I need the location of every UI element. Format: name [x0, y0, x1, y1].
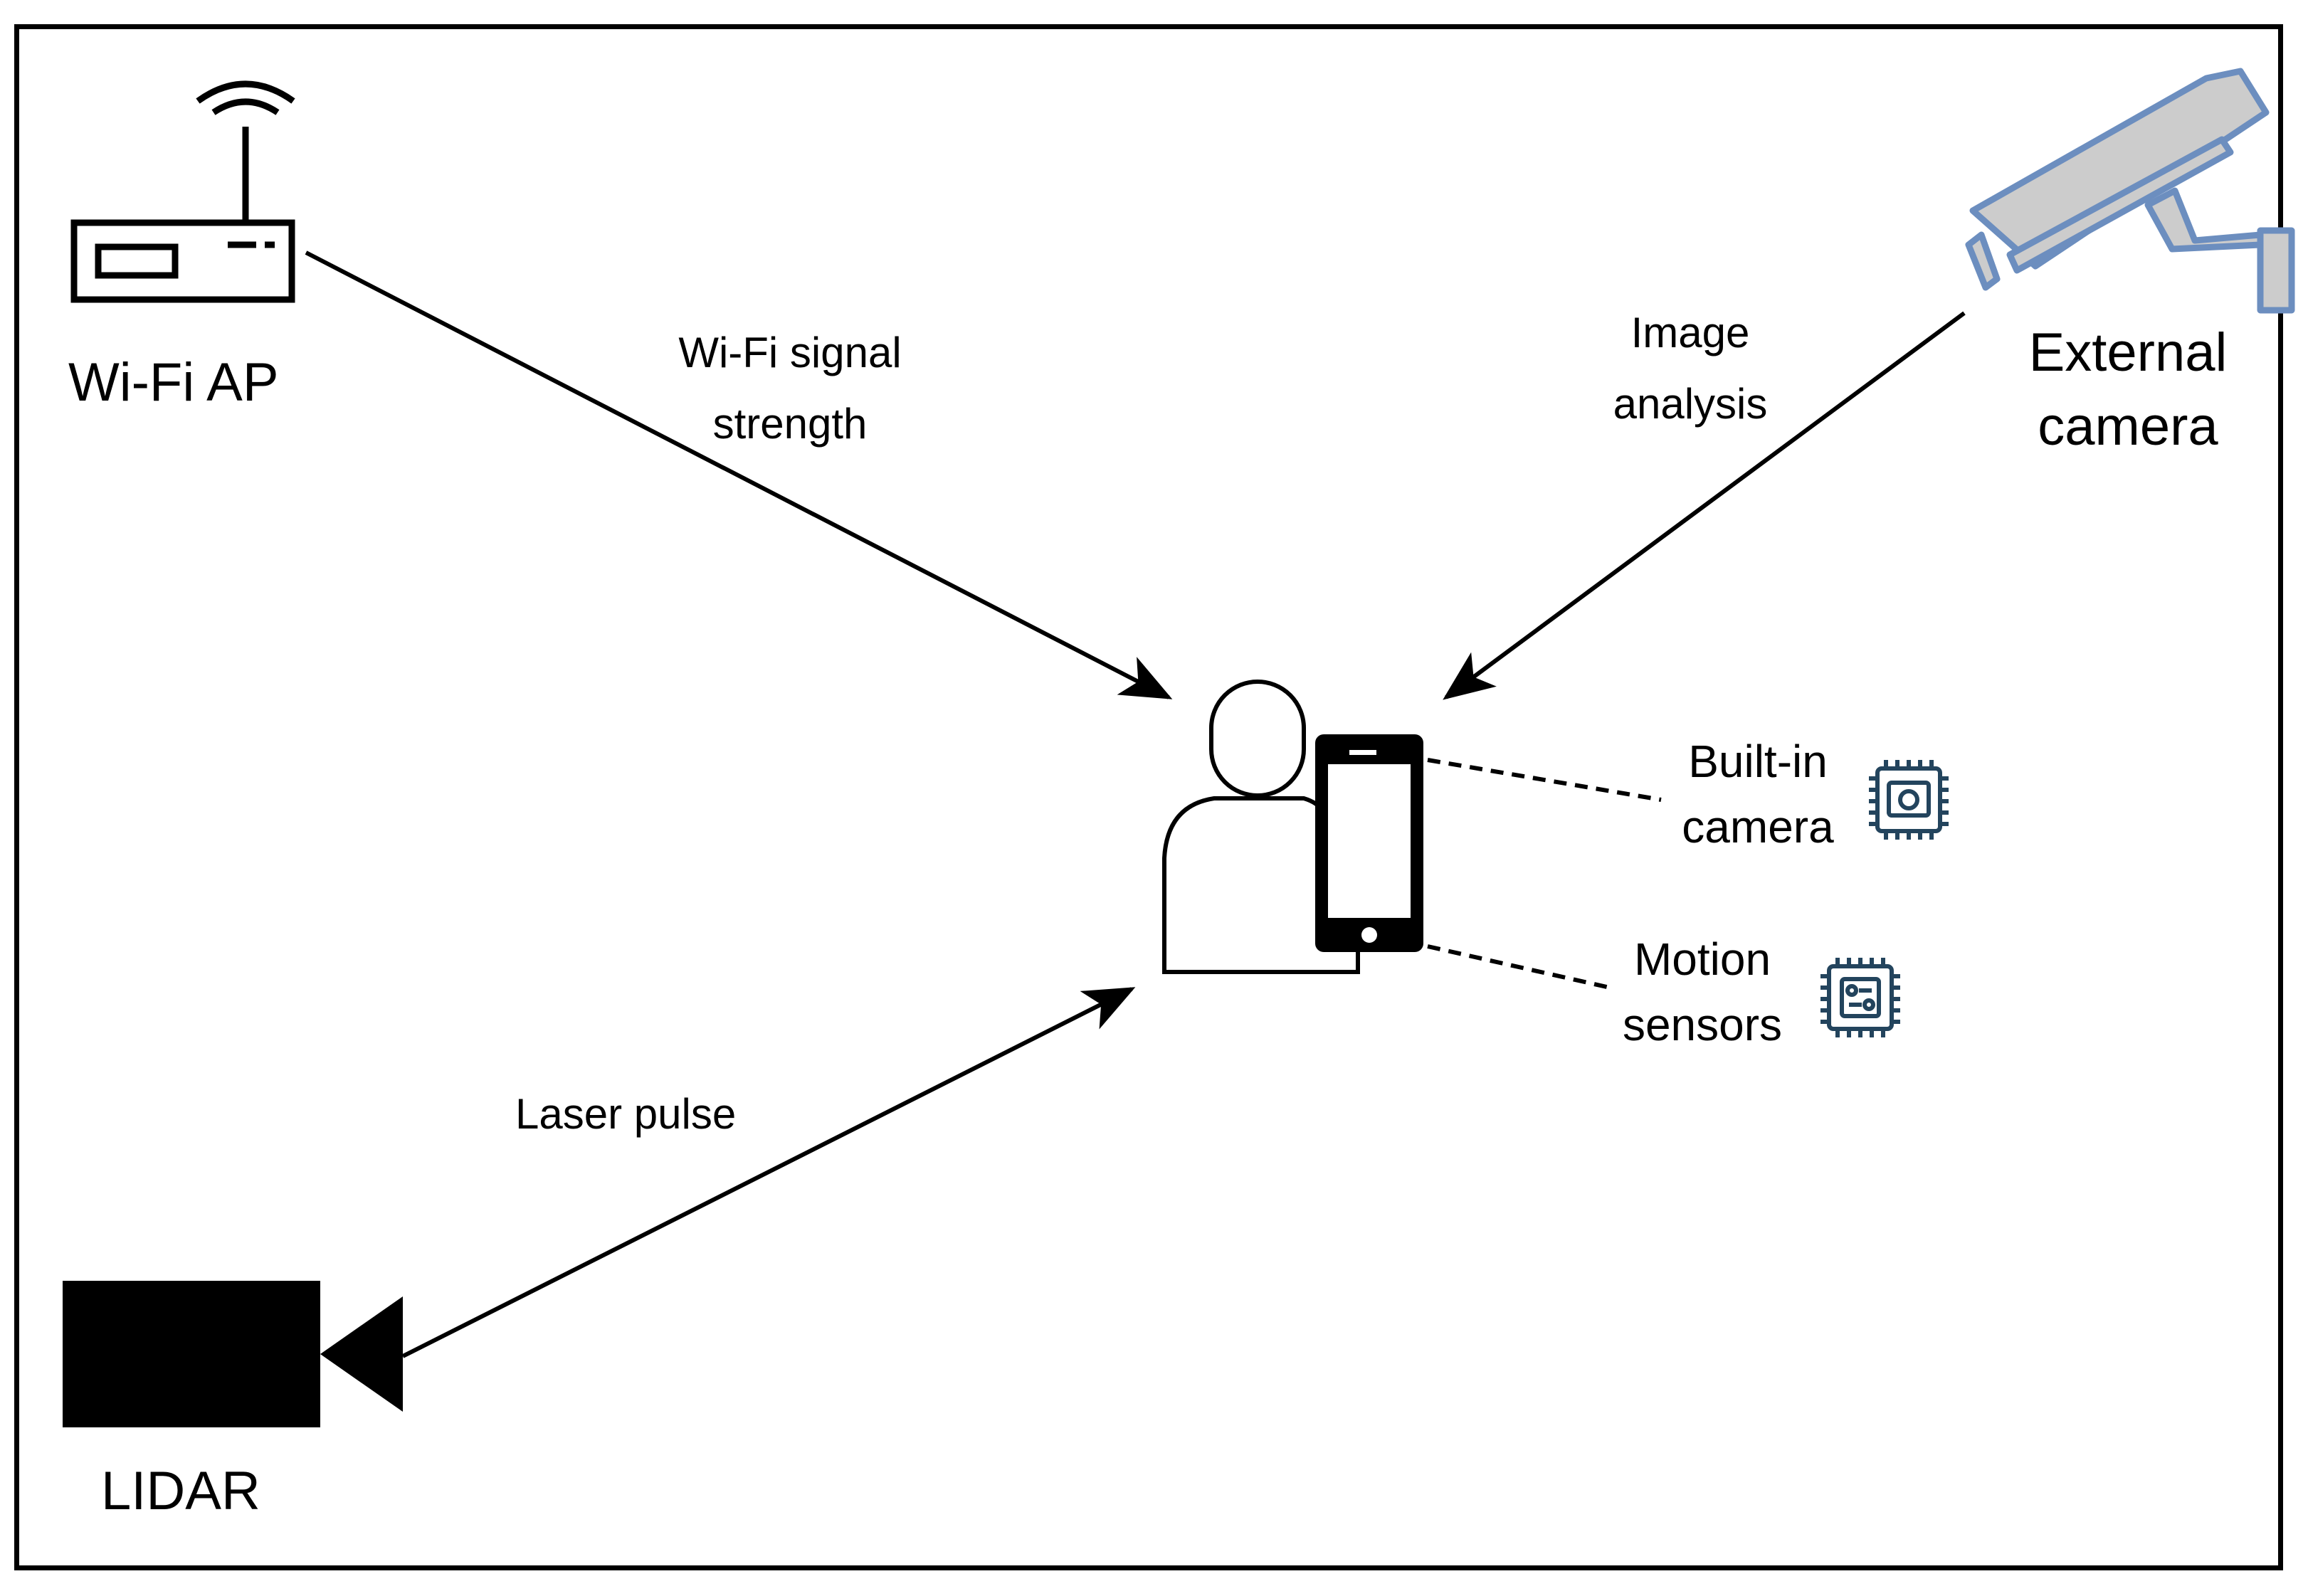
- motion-sensors-label-line1: Motion: [1633, 934, 1771, 985]
- external-camera-label-line1: External: [2028, 322, 2228, 383]
- external-camera-label: External camera: [1978, 326, 2277, 454]
- sensor-chip-icon: [1820, 958, 1900, 1037]
- builtin-camera-label-line2: camera: [1682, 801, 1834, 852]
- builtin-camera-label-line1: Built-in: [1688, 736, 1828, 787]
- edge-image-analysis: [1443, 311, 1966, 700]
- laser-pulse-label: Laser pulse: [515, 1090, 737, 1138]
- image-analysis-label-line1: Image: [1630, 309, 1750, 356]
- wifi-ap-label: Wi-Fi AP: [68, 352, 279, 413]
- cctv-camera-icon: [1965, 68, 2295, 314]
- image-analysis-label-line2: analysis: [1613, 380, 1768, 428]
- motion-sensors-label-line2: sensors: [1622, 999, 1783, 1050]
- edge-motion-sensors: [1427, 944, 1611, 990]
- motion-sensors-label: Motion sensors: [1588, 936, 1816, 1047]
- person-icon: [1162, 680, 1360, 974]
- edge-builtin-camera: [1427, 758, 1662, 802]
- wifi-signal-label: Wi-Fi signal strength: [626, 332, 954, 445]
- lidar-label: LIDAR: [101, 1461, 260, 1521]
- edge-wifi-signal: [305, 250, 1173, 699]
- image-analysis-label: Image analysis: [1573, 312, 1808, 426]
- wifi-signal-label-line2: strength: [712, 400, 868, 448]
- edge-laser-pulse: [401, 987, 1136, 1358]
- lidar-emitter-icon: [63, 1281, 403, 1427]
- external-camera-label-line2: camera: [2038, 396, 2218, 457]
- smartphone-icon: [1315, 734, 1423, 952]
- wifi-signal-label-line1: Wi-Fi signal: [678, 329, 902, 376]
- wifi-router-icon: [70, 80, 295, 303]
- diagram-frame: [14, 24, 2283, 1570]
- builtin-camera-label: Built-in camera: [1644, 739, 1872, 850]
- camera-chip-icon: [1869, 760, 1949, 840]
